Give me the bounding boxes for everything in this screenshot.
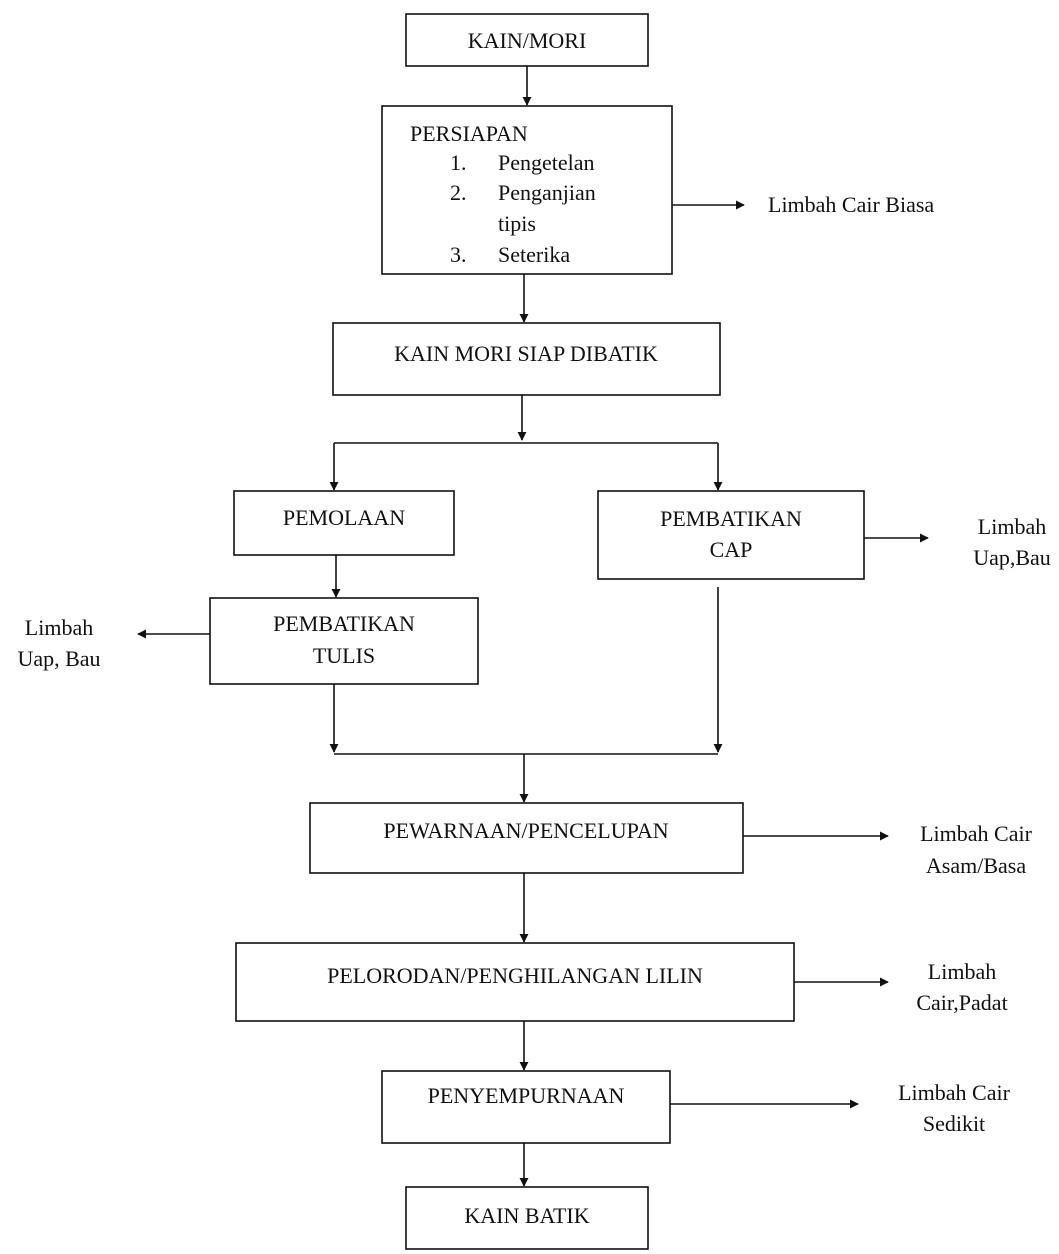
box-penyempurnaan-label: PENYEMPURNAAN (428, 1083, 625, 1108)
box-tulis-label-line2: TULIS (313, 643, 375, 668)
waste-tulis-label-line1: Limbah (25, 615, 93, 640)
box-pelorodan: PELORODAN/PENGHILANGAN LILIN (235, 942, 795, 1022)
box-pemolaan: PEMOLAAN (233, 490, 455, 556)
persiapan-item-1-num: 1. (450, 150, 467, 175)
box-cap-label-line2: CAP (710, 537, 753, 562)
persiapan-item-1-text: Pengetelan (498, 150, 595, 175)
persiapan-item-3-num: 3. (450, 242, 467, 267)
waste-tulis-label-line2: Uap, Bau (17, 646, 100, 671)
persiapan-title: PERSIAPAN (410, 121, 528, 146)
box-tulis-label-line1: PEMBATIKAN (273, 611, 415, 636)
persiapan-item-2-text-line1: Penganjian (498, 180, 596, 205)
waste-cap-label-line1: Limbah (978, 514, 1046, 539)
box-kain-batik: KAIN BATIK (405, 1186, 649, 1250)
box-cap-label-line1: PEMBATIKAN (660, 506, 802, 531)
waste-pelorodan-label-line2: Cair,Padat (916, 990, 1007, 1015)
box-pelorodan-label: PELORODAN/PENGHILANGAN LILIN (327, 963, 703, 988)
persiapan-item-2-text-line2: tipis (498, 211, 536, 236)
box-kain-mori-siap-dibatik: KAIN MORI SIAP DIBATIK (332, 322, 721, 396)
persiapan-item-3-text: Seterika (498, 242, 570, 267)
box-kain-batik-label: KAIN BATIK (464, 1203, 589, 1228)
waste-cap-label-line2: Uap,Bau (973, 545, 1051, 570)
waste-persiapan-label: Limbah Cair Biasa (768, 192, 934, 217)
waste-penyempurnaan-label-line2: Sedikit (923, 1111, 985, 1136)
box-pembatikan-cap: PEMBATIKAN CAP (597, 490, 865, 580)
waste-pewarnaan-label-line1: Limbah Cair (920, 821, 1032, 846)
waste-pewarnaan-label-line2: Asam/Basa (926, 853, 1026, 878)
persiapan-item-2-num: 2. (450, 180, 467, 205)
box-siap-dibatik-label: KAIN MORI SIAP DIBATIK (394, 341, 658, 366)
waste-penyempurnaan-label-line1: Limbah Cair (898, 1080, 1010, 1105)
box-kain-mori-label: KAIN/MORI (468, 28, 587, 53)
box-pemolaan-label: PEMOLAAN (283, 505, 405, 530)
box-kain-mori: KAIN/MORI (405, 13, 649, 67)
waste-pelorodan-label-line1: Limbah (928, 959, 996, 984)
box-pewarnaan: PEWARNAAN/PENCELUPAN (309, 802, 744, 874)
box-pembatikan-tulis: PEMBATIKAN TULIS (209, 597, 479, 685)
box-pewarnaan-label: PEWARNAAN/PENCELUPAN (383, 818, 668, 843)
box-persiapan: PERSIAPAN 1. Pengetelan 2. Penganjian ti… (381, 105, 673, 275)
box-penyempurnaan: PENYEMPURNAAN (381, 1070, 671, 1144)
